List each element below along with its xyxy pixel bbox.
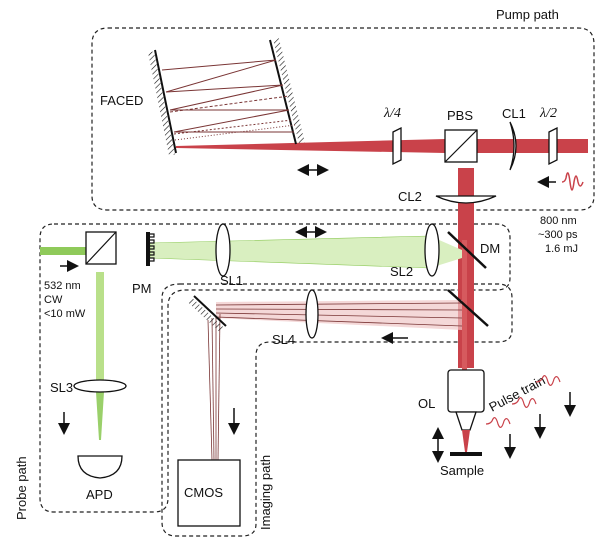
pulse-3-icon (535, 375, 561, 386)
pm-label: PM (132, 281, 152, 296)
hwp-label: λ/2 (539, 106, 557, 121)
pulse-train-label: Pulse train (486, 373, 547, 415)
probe-power: <10 mW (44, 308, 86, 320)
quarter-wave-plate: λ/4 (383, 106, 402, 166)
imaging-beam-splitter (447, 289, 489, 327)
sl2-label: SL2 (390, 264, 413, 279)
pump-wavelength: 800 nm (540, 215, 577, 227)
probe-beam-to-apd (96, 392, 104, 440)
pulse-2-icon (511, 397, 537, 408)
sample: Sample (440, 452, 484, 478)
dichroic-mirror: DM (447, 231, 500, 269)
imaging-beam-horizontal (216, 300, 462, 330)
pbs-label: PBS (447, 108, 473, 123)
apd-label: APD (86, 487, 113, 502)
imaging-rays (215, 302, 463, 327)
cmos-label: CMOS (184, 485, 223, 500)
pump-path-label: Pump path (496, 7, 559, 22)
pump-path-region (91, 27, 595, 211)
sl1-label: SL1 (220, 273, 243, 288)
imaging-path-region (161, 283, 513, 537)
cylindrical-lens-1: CL1 (502, 106, 526, 171)
scan-lens-2: SL2 (390, 223, 440, 279)
probe-beam-down (96, 272, 104, 382)
pump-duration: ~300 ps (538, 229, 578, 241)
ol-label: OL (418, 396, 435, 411)
sl3-label: SL3 (50, 380, 73, 395)
objective-lens: OL (418, 369, 485, 431)
imaging-path-label: Imaging path (258, 455, 273, 530)
imaging-fold-mirror (187, 295, 227, 333)
probe-wavelength: 532 nm (44, 280, 81, 292)
polarizing-beam-splitter: PBS (444, 108, 478, 163)
scan-lens-1: SL1 (215, 223, 243, 288)
sl4-label: SL4 (272, 332, 295, 347)
half-wave-plate: λ/2 (539, 106, 558, 166)
probe-path-label: Probe path (14, 456, 29, 520)
pump-energy: 1.6 mJ (545, 243, 578, 255)
cl1-label: CL1 (502, 106, 526, 121)
cylindrical-lens-2: CL2 (398, 189, 497, 204)
scan-lens-3: SL3 (50, 379, 127, 395)
cl2-label: CL2 (398, 189, 422, 204)
pump-beam-input (462, 139, 588, 153)
pump-beam-to-sample (462, 430, 470, 452)
faced-module: FACED (100, 38, 305, 156)
probe-beam-splitter (85, 231, 117, 265)
pulse-1-icon (485, 417, 511, 428)
phase-mask: PM (132, 232, 155, 296)
scan-lens-4: SL4 (272, 289, 319, 347)
sample-label: Sample (440, 463, 484, 478)
imaging-rays-down (207, 313, 221, 461)
pump-pulse-icon (561, 172, 584, 191)
probe-beam-main (149, 235, 431, 269)
pump-beam-to-faced (176, 139, 445, 153)
cmos-camera: CMOS (177, 459, 241, 527)
pulse-train: Pulse train (485, 373, 576, 459)
probe-beam-input (40, 247, 90, 255)
avalanche-photodiode: APD (77, 455, 123, 502)
faced-label: FACED (100, 93, 143, 108)
probe-path-region (39, 223, 511, 513)
probe-mode: CW (44, 294, 63, 306)
qwp-label: λ/4 (383, 106, 401, 121)
dm-label: DM (480, 241, 500, 256)
